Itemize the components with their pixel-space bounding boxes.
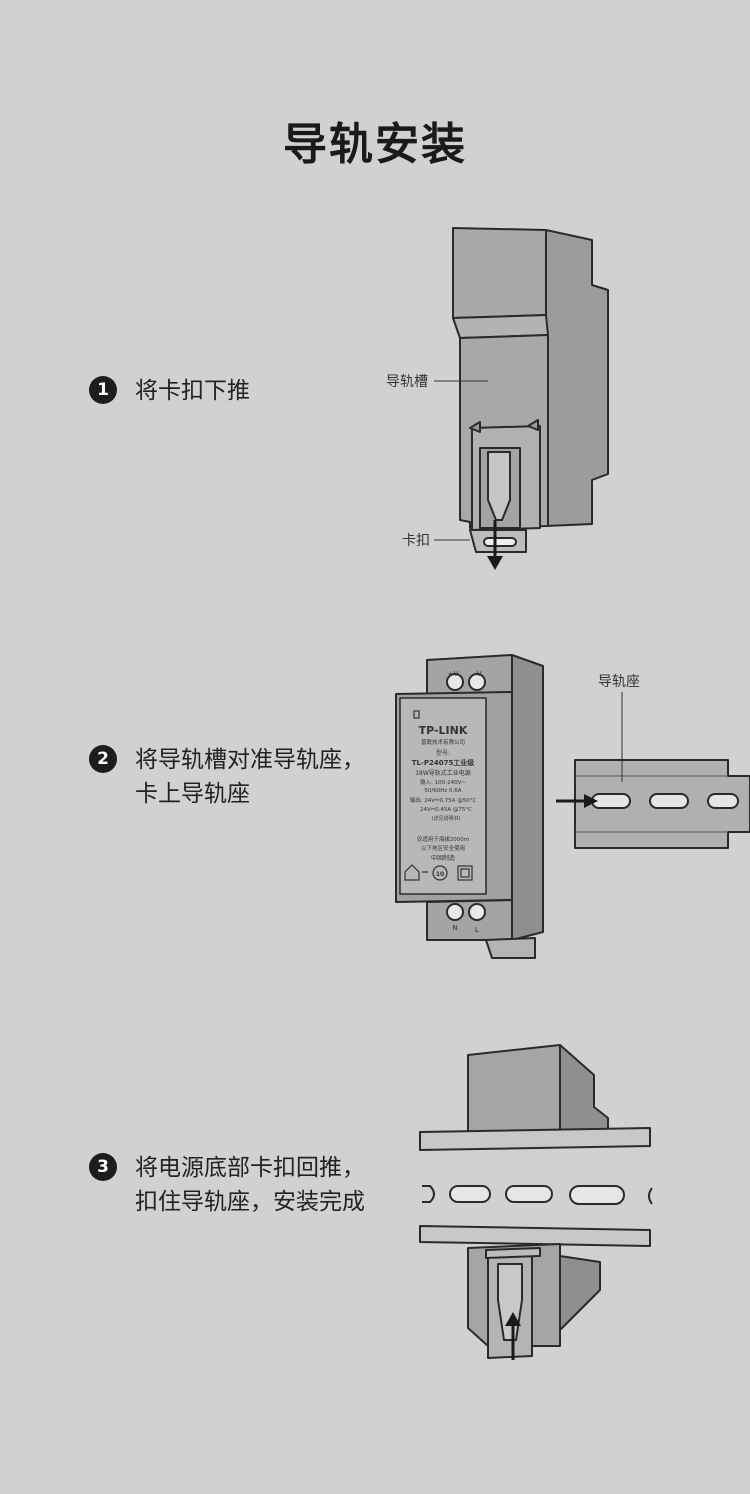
step-1-badge: 1 [89,376,117,404]
label-clip: 卡扣 [402,533,430,549]
label-description: 18W导轨式工业电源 [415,769,471,777]
label-rail-groove: 导轨槽 [386,374,428,390]
label-input-1: 输入: 100-240V~ [420,778,466,786]
label-input-2: 50/60Hz 0.6A [424,788,461,794]
step-3: 3 将电源底部卡扣回推， 扣住导轨座，安装完成 [89,1151,365,1219]
step-2-line-1: 将导轨槽对准导轨座， [135,747,365,773]
step-3-badge: 3 [89,1153,117,1181]
terminal-minus: -V [475,670,482,678]
label-model: TL-P24075工业级 [412,758,476,767]
step-1: 1 将卡扣下推 [89,374,250,408]
step-2-line-2: 卡上导轨座 [135,781,250,807]
terminal-l: L [475,926,479,934]
label-output-3: (详见说明书) [432,815,461,822]
label-made-in: 中国制造 [431,854,455,862]
step-3-text: 将电源底部卡扣回推， 扣住导轨座，安装完成 [135,1151,365,1219]
label-rail-seat: 导轨座 [598,674,640,690]
page-title: 导轨安装 [283,119,467,170]
illustration-step-2: TP-LINK 普联技术有限公司 型号: TL-P24075工业级 18W导轨式… [395,654,750,959]
step-3-line-1: 将电源底部卡扣回推， [135,1155,365,1181]
step-2-text: 将导轨槽对准导轨座， 卡上导轨座 [135,743,365,811]
step-2-badge: 2 [89,745,117,773]
label-brand: TP-LINK [419,724,468,737]
step-1-text: 将卡扣下推 [135,374,250,408]
label-mark-10: 10 [436,871,444,878]
illustration-step-1: 导轨槽 卡扣 [386,227,609,570]
label-note-2: 以下地区安全使用 [421,844,465,852]
label-output-2: 24V⎓0.45A @75°C [420,807,472,813]
terminal-plus: +V [448,670,459,678]
label-company: 普联技术有限公司 [421,738,465,746]
label-note-1: 仅适用于海拔2000m [417,835,469,843]
step-3-line-2: 扣住导轨座，安装完成 [135,1189,365,1215]
home-icon [404,864,420,881]
label-model-prefix: 型号: [436,749,450,757]
label-output-1: 输出: 24V⎓0.75A @50°C [410,796,477,804]
step-2: 2 将导轨槽对准导轨座， 卡上导轨座 [89,743,365,811]
terminal-n: N [452,924,457,932]
step-1-line-1: 将卡扣下推 [135,378,250,404]
